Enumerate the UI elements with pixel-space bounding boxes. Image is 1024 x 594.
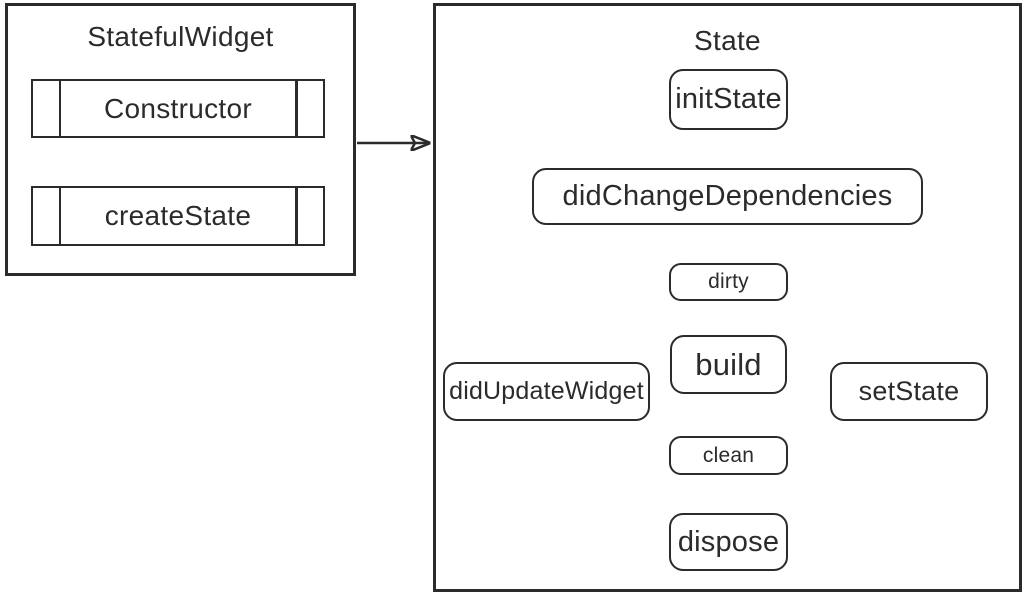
clean-node-label: clean <box>702 443 755 467</box>
constructor-node-label: Constructor <box>103 92 253 124</box>
statefulwidget-panel-title: StatefulWidget <box>87 21 274 52</box>
subroutine-bar-left <box>58 81 61 136</box>
didupdatewidget-node: didUpdateWidget <box>443 362 650 421</box>
constructor-node: Constructor <box>31 79 325 138</box>
createstate-node-label: createState <box>104 200 252 231</box>
dispose-node-label: dispose <box>677 525 780 558</box>
didupdatewidget-node-label: didUpdateWidget <box>449 377 644 405</box>
dirty-node: dirty <box>669 263 788 301</box>
subroutine-bar-right <box>295 188 298 244</box>
initstate-node: initState <box>669 69 788 130</box>
state-panel-title: State <box>694 25 761 56</box>
subroutine-bar-right <box>295 81 298 136</box>
build-node: build <box>670 335 787 394</box>
createstate-node: createState <box>31 186 325 246</box>
didchangedependencies-node: didChangeDependencies <box>532 168 923 225</box>
clean-node: clean <box>669 436 788 475</box>
dispose-node: dispose <box>669 513 788 571</box>
setstate-node-label: setState <box>858 376 960 406</box>
subroutine-bar-left <box>58 188 61 244</box>
build-node-label: build <box>695 346 762 382</box>
didchangedependencies-node-label: didChangeDependencies <box>562 180 893 212</box>
dirty-node-label: dirty <box>708 270 749 293</box>
initstate-node-label: initState <box>675 83 782 115</box>
setstate-node: setState <box>830 362 988 421</box>
